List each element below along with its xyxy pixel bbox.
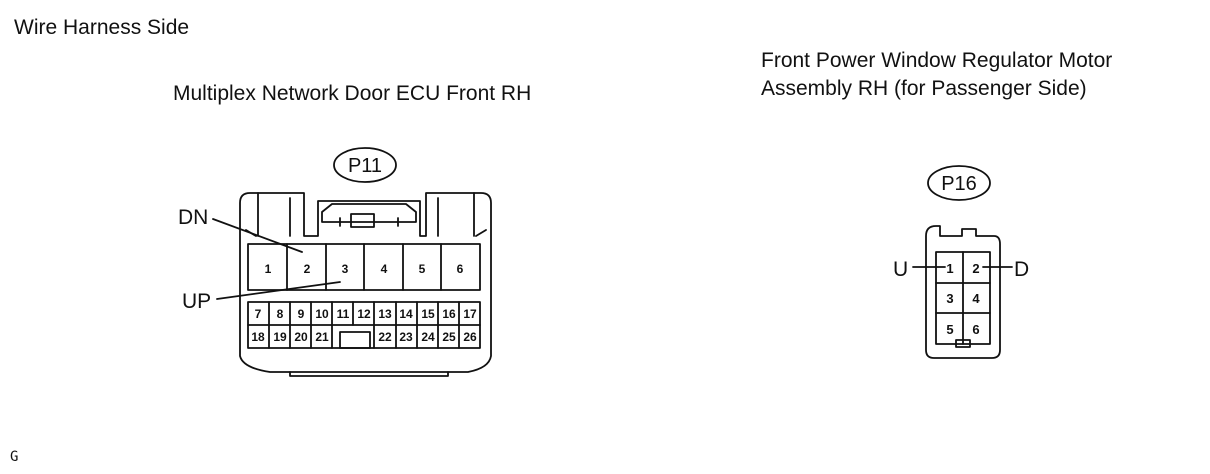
p11-pin-21: 21: [315, 330, 329, 344]
p16-pin-4: 4: [972, 291, 980, 306]
p11-connector-body: [239, 192, 492, 377]
p11-pin-2: 2: [304, 262, 311, 276]
p11-pin-25: 25: [442, 330, 456, 344]
page-title: Wire Harness Side: [14, 16, 190, 39]
figure-code: G: [10, 449, 19, 465]
p11-pin-15: 15: [421, 307, 435, 321]
p11-badge-outline: [333, 147, 397, 183]
ecu-connector-title: Multiplex Network Door ECU Front RH: [173, 82, 532, 105]
p11-pin-19: 19: [273, 330, 287, 344]
p11-pin-6: 6: [457, 262, 464, 276]
p11-pin-4: 4: [381, 262, 388, 276]
p11-pin-8: 8: [277, 307, 284, 321]
p11-pin-22: 22: [378, 330, 392, 344]
p16-pin-1: 1: [946, 261, 953, 276]
up-leader: [216, 281, 341, 300]
motor-title-line-1: Front Power Window Regulator Motor: [761, 49, 1113, 72]
p11-pin-24: 24: [421, 330, 435, 344]
p11-pin-10: 10: [315, 307, 329, 321]
p11-pin-13: 13: [378, 307, 392, 321]
p11-pin-16: 16: [442, 307, 456, 321]
p11-pin-20: 20: [294, 330, 308, 344]
d-label: D: [1014, 258, 1029, 281]
u-label: U: [893, 258, 908, 281]
p16-pin-5: 5: [946, 322, 953, 337]
up-label: UP: [182, 290, 211, 313]
p11-pin-17: 17: [463, 307, 477, 321]
dn-leader: [212, 218, 303, 253]
p16-pin-2: 2: [972, 261, 979, 276]
p11-pin-5: 5: [419, 262, 426, 276]
p16-pin-3: 3: [946, 291, 953, 306]
p11-pin-12: 12: [357, 307, 371, 321]
p16-code: P16: [941, 173, 977, 195]
p11-code: P11: [348, 155, 382, 177]
p11-pin-14: 14: [399, 307, 413, 321]
p11-pin-11: 11: [337, 307, 350, 321]
p11-pin-1: 1: [265, 262, 272, 276]
motor-title-line-2: Assembly RH (for Passenger Side): [761, 77, 1087, 100]
p16-connector-body: [925, 225, 1001, 359]
p11-pin-3: 3: [342, 262, 349, 276]
p11-pin-23: 23: [399, 330, 413, 344]
p11-pin-9: 9: [298, 307, 305, 321]
dn-label: DN: [178, 206, 208, 229]
p11-pin-7: 7: [255, 307, 262, 321]
p16-badge-outline: [927, 165, 991, 201]
p11-pin-18: 18: [251, 330, 265, 344]
p16-pin-6: 6: [972, 322, 979, 337]
motor-connector-title: Front Power Window Regulator Motor Assem…: [761, 47, 1112, 103]
p11-pin-26: 26: [463, 330, 477, 344]
